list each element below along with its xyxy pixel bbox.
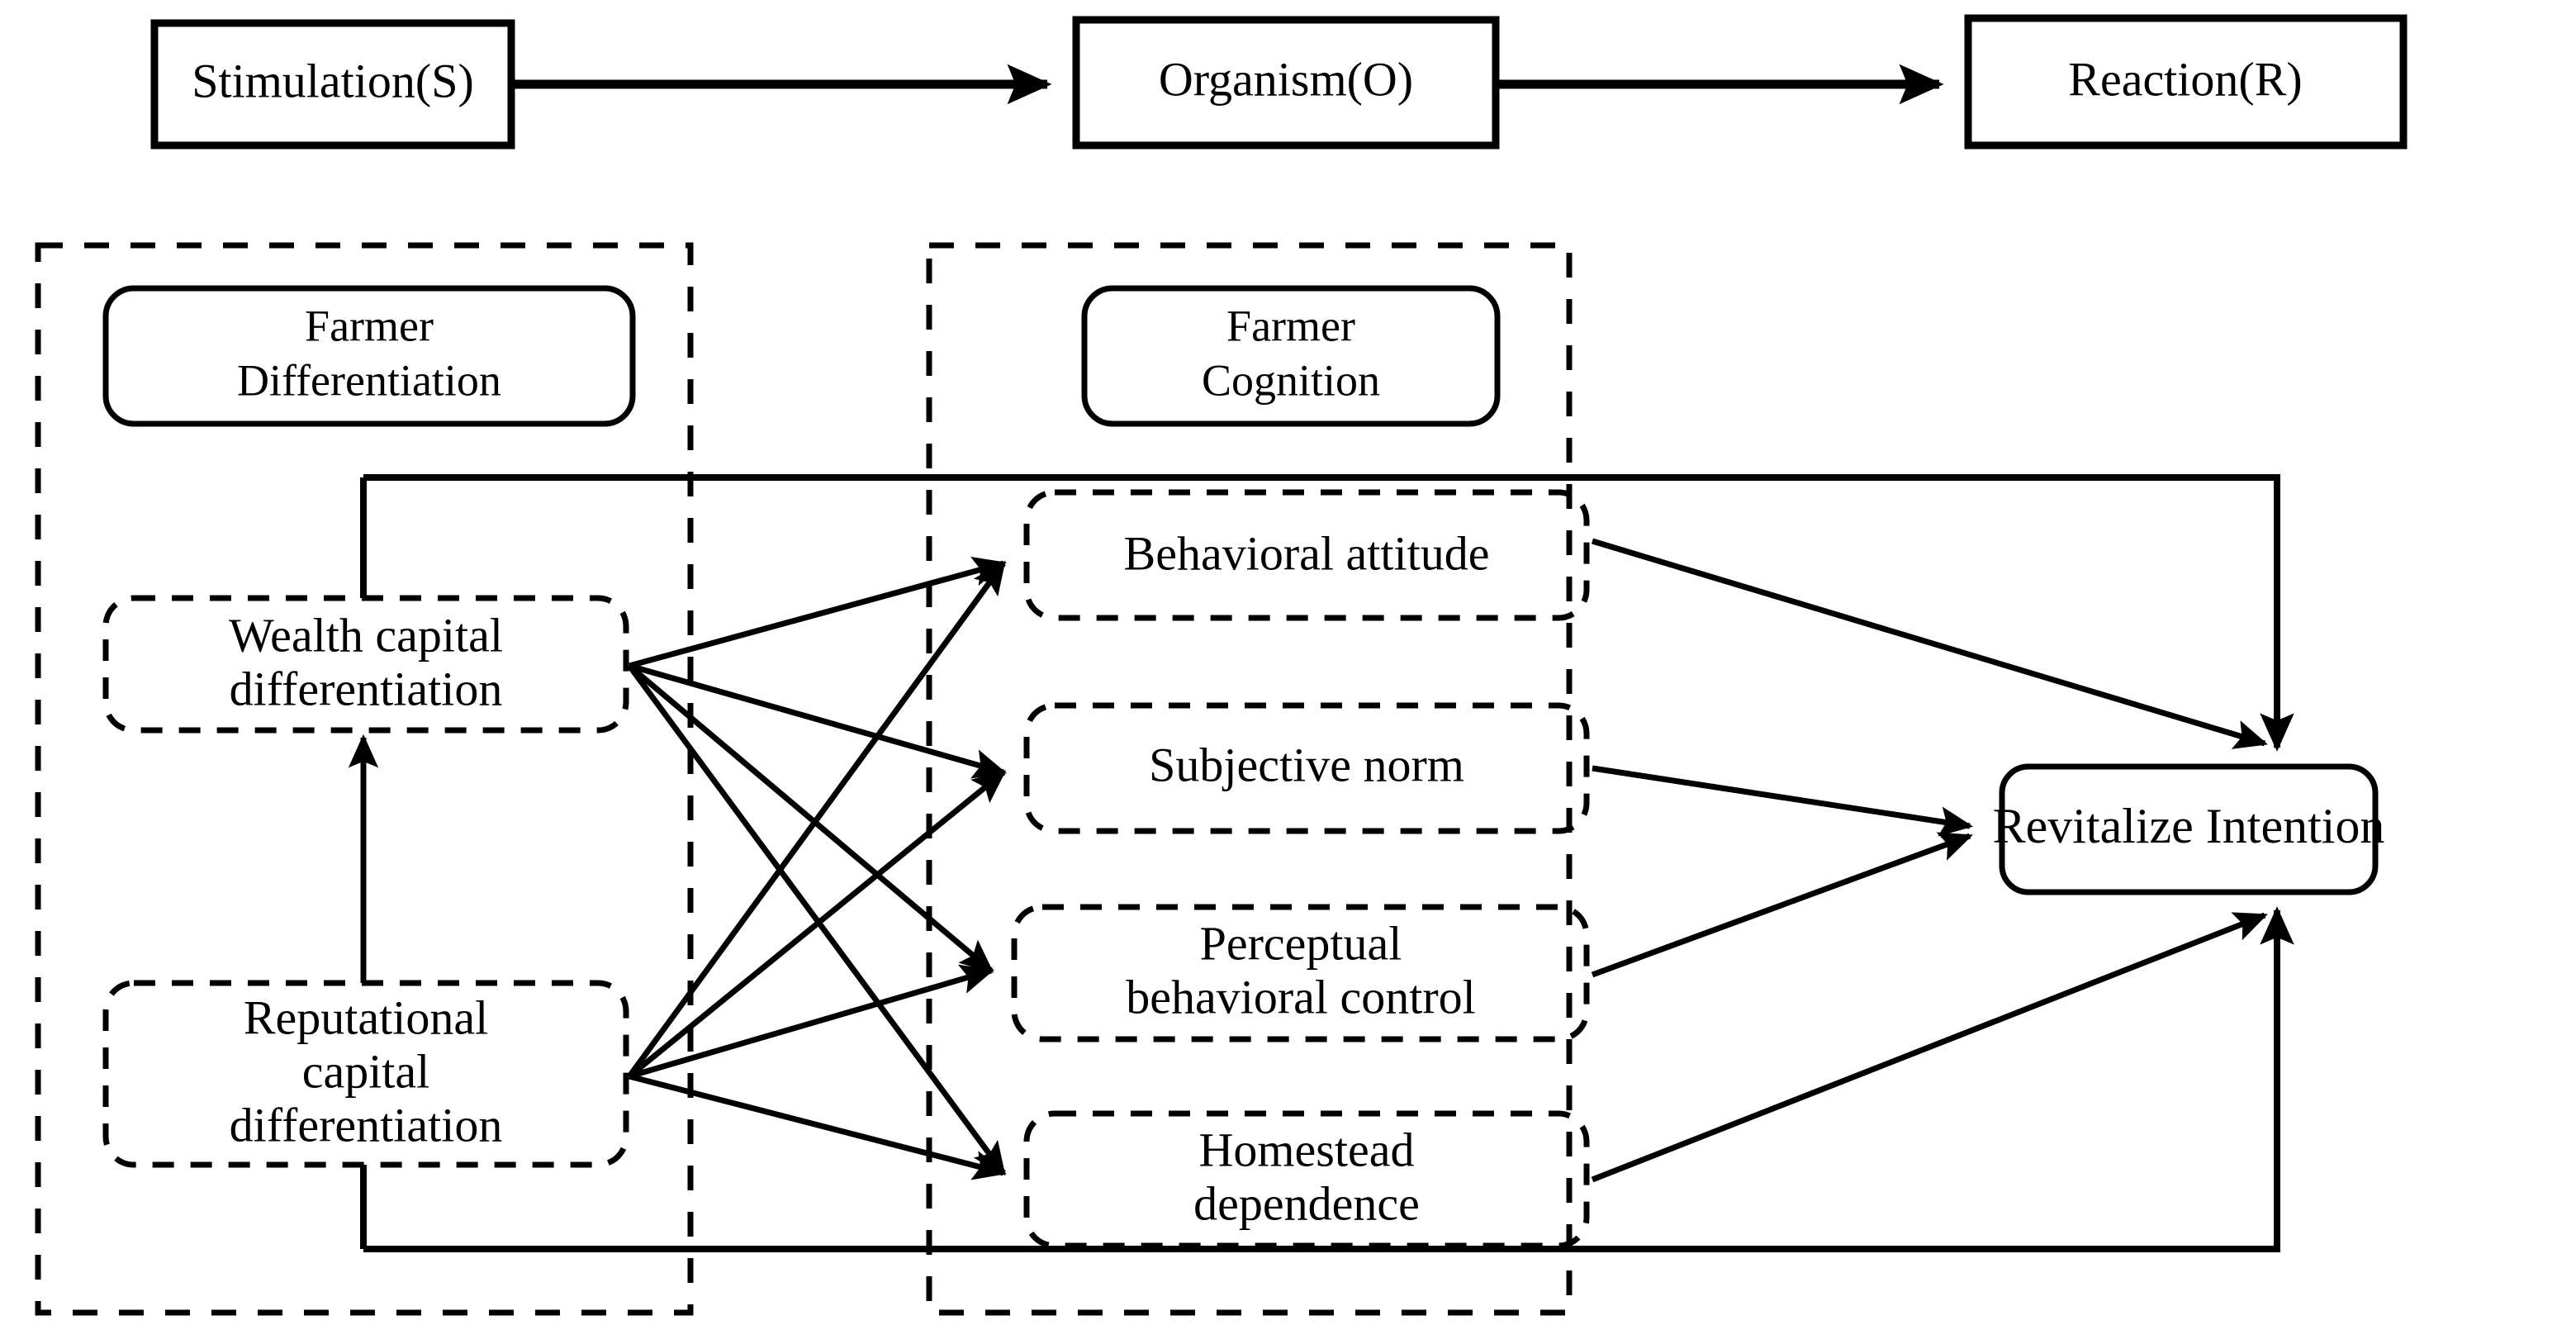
node-box-behavioral-attitude[interactable] (1023, 489, 1590, 621)
arrow-wealth-to-subjective-norm (629, 663, 1008, 779)
node-label-reputational-capital-line2: capital (302, 1044, 430, 1098)
node-label-reputational-capital-line3: differentiation (230, 1098, 503, 1152)
node-label-reputational-capital-line1: Reputational (244, 990, 488, 1044)
node-behavioral-attitude[interactable]: Behavioral attitude (1023, 489, 1590, 621)
node-wealth-capital-differentiation[interactable]: Wealth capital differentiation (102, 595, 629, 734)
arrow-wealth-to-perceptual-behavioral-control (627, 663, 994, 973)
sor-node-reaction-label: Reaction(R) (2068, 52, 2302, 106)
node-label-behavioral-attitude-line1: Behavioral attitude (1124, 526, 1490, 580)
arrow-reputational-to-homestead-dependence (629, 1073, 1008, 1180)
node-label-wealth-capital-line1: Wealth capital (229, 608, 503, 662)
sor-node-reaction[interactable] (1964, 14, 2408, 150)
container-farmer-cognition (926, 242, 1573, 1316)
node-subjective-norm[interactable]: Subjective norm (1023, 702, 1590, 834)
container-farmer-differentiation (35, 242, 694, 1316)
arrow-wealth-to-behavioral-attitude (629, 557, 1008, 669)
node-revitalize-intention[interactable]: Revitalize Intention (1993, 763, 2385, 895)
arrow-wealth-to-homestead-dependence (627, 663, 1006, 1176)
node-perceptual-behavioral-control[interactable]: Perceptual behavioral control (1011, 904, 1590, 1042)
group-header-farmer-cognition[interactable]: Farmer Cognition (1081, 285, 1501, 427)
node-label-wealth-capital-line2: differentiation (230, 662, 503, 715)
links-mediators-to-outcome (1591, 538, 2269, 1183)
arrow-homestead-dependence-to-outcome (1591, 912, 2268, 1183)
node-label-perceptual-behavioral-control-line1: Perceptual (1200, 916, 1402, 970)
arrow-perceptual-behavioral-control-to-outcome (1591, 832, 1973, 978)
group-header-farmer-differentiation[interactable]: Farmer Differentiation (102, 285, 636, 427)
sor-chain-group: Stimulation(S) Organism(O) Reaction(R) (150, 14, 2408, 150)
sor-node-stimulation-label: Stimulation(S) (192, 54, 474, 107)
group-box-farmer-cognition[interactable] (1081, 285, 1501, 427)
arrow-behavioral-attitude-to-outcome (1591, 538, 2269, 749)
sor-node-stimulation[interactable] (150, 19, 515, 150)
arrow-reputational-to-perceptual-behavioral-control (629, 964, 995, 1080)
frame-path-top-to-outcome (363, 474, 2294, 752)
node-box-revitalize-intention[interactable] (1999, 763, 2379, 895)
links-wealth-capital-to-mediators (627, 557, 1008, 1176)
group-box-farmer-differentiation[interactable] (102, 285, 636, 427)
node-reputational-capital-differentiation[interactable]: Reputational capital differentiation (102, 980, 629, 1168)
group-label-farmer-cognition-line2: Cognition (1202, 355, 1380, 405)
node-box-subjective-norm[interactable] (1023, 702, 1590, 834)
node-label-revitalize-intention: Revitalize Intention (1993, 799, 2385, 853)
arrow-subjective-norm-to-outcome (1592, 765, 1974, 837)
node-box-homestead-dependence[interactable] (1023, 1110, 1590, 1249)
arrow-reputational-to-subjective-norm (627, 770, 1007, 1079)
group-label-farmer-cognition-line1: Farmer (1226, 301, 1355, 350)
node-box-reputational-capital[interactable] (102, 980, 629, 1168)
node-label-homestead-dependence-line1: Homestead (1199, 1123, 1415, 1176)
sor-node-organism[interactable] (1072, 16, 1500, 150)
group-label-farmer-differentiation-line2: Differentiation (237, 355, 501, 405)
node-box-wealth-capital[interactable] (102, 595, 629, 734)
node-label-perceptual-behavioral-control-line2: behavioral control (1126, 970, 1476, 1023)
links-reputational-capital-to-mediators (627, 560, 1008, 1180)
node-label-homestead-dependence-line2: dependence (1193, 1176, 1420, 1230)
node-label-subjective-norm-line1: Subjective norm (1149, 738, 1464, 791)
arrow-reputational-to-behavioral-attitude (627, 560, 1006, 1079)
group-label-farmer-differentiation-line1: Farmer (305, 301, 434, 350)
sor-node-organism-label: Organism(O) (1159, 52, 1413, 106)
node-homestead-dependence[interactable]: Homestead dependence (1023, 1110, 1590, 1249)
frame-path-bottom-to-outcome (363, 906, 2294, 1252)
